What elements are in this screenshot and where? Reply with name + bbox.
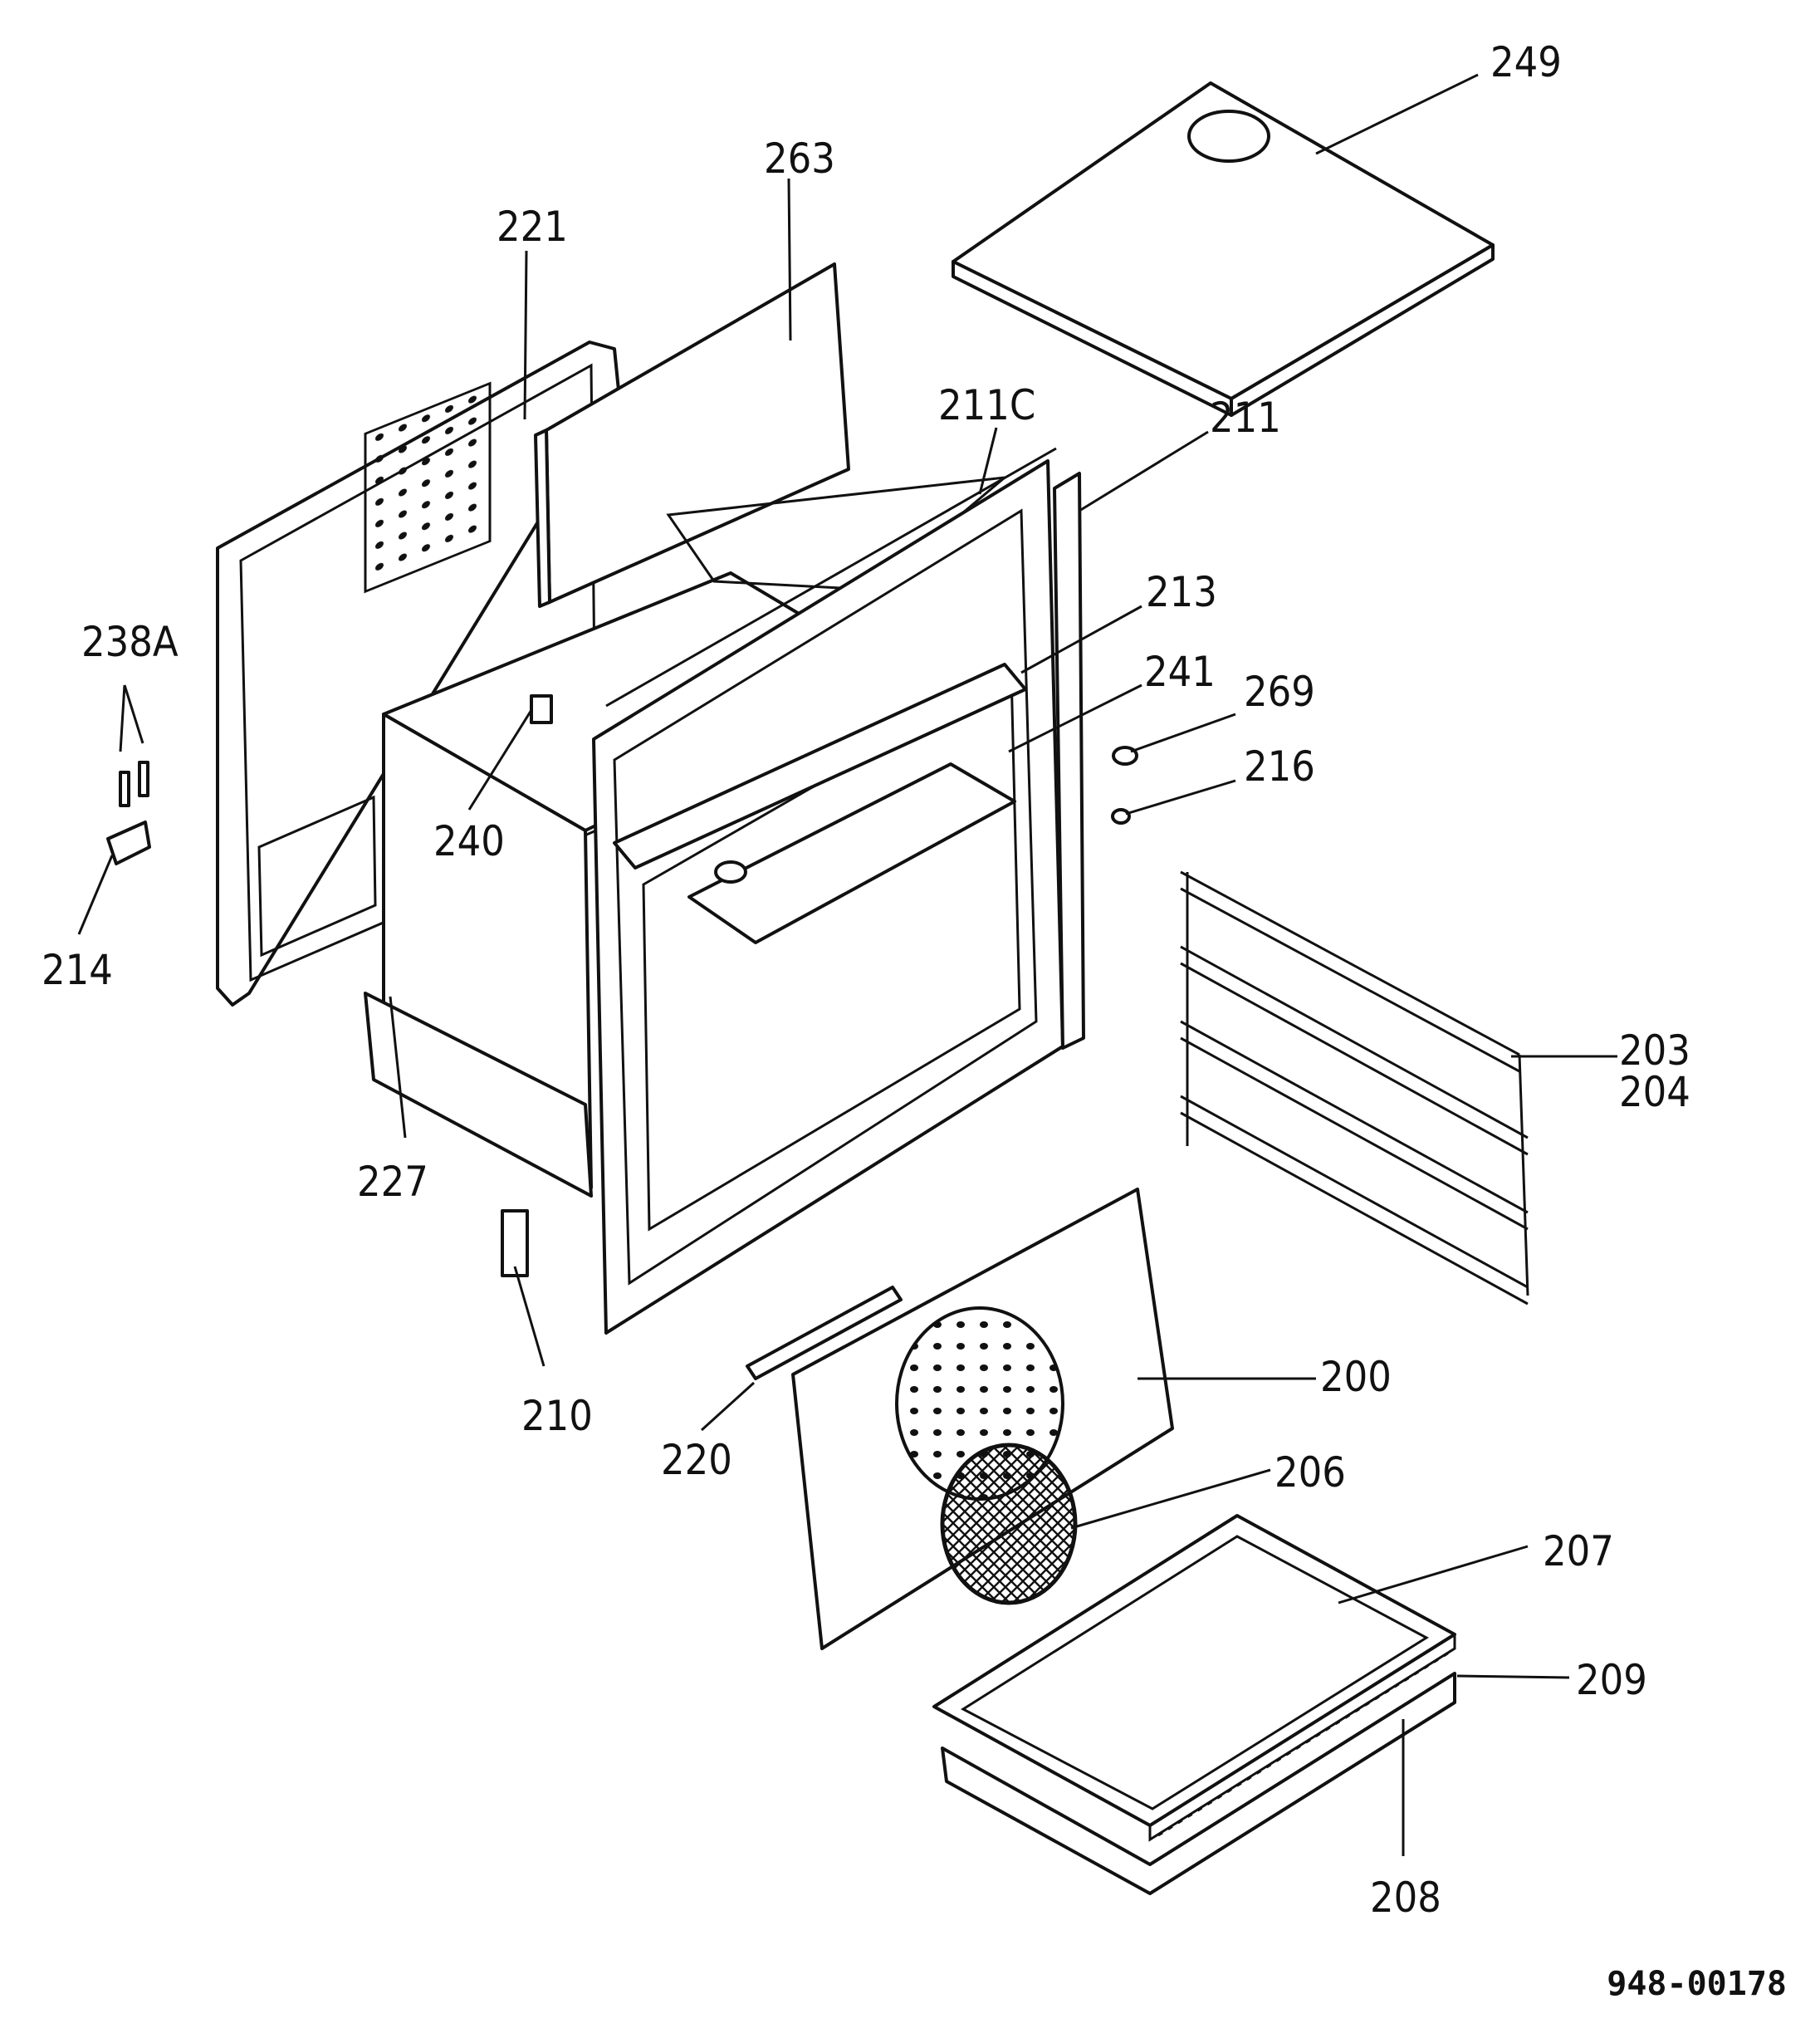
- label-263: 263: [764, 135, 835, 183]
- part-238a-screws: [119, 761, 149, 807]
- part-216-screw: [1111, 808, 1131, 825]
- diagram-reference-code: 948-00178: [1607, 1965, 1787, 2003]
- label-200: 200: [1320, 1353, 1392, 1401]
- label-238a: 238A: [81, 618, 179, 666]
- label-204: 204: [1619, 1068, 1690, 1116]
- part-240-pin: [530, 694, 553, 724]
- label-214: 214: [42, 946, 113, 994]
- label-227: 227: [357, 1158, 428, 1206]
- part-221-rear-casing: [216, 340, 620, 1007]
- label-207: 207: [1543, 1527, 1614, 1575]
- part-208-drip-pan: [941, 1672, 1456, 1895]
- part-203-204-shelf-supports: [1180, 870, 1529, 1306]
- leader-lines: [77, 73, 1617, 1856]
- label-211: 211: [1210, 394, 1281, 442]
- part-263-rear-insulation: [534, 262, 850, 608]
- label-209: 209: [1576, 1656, 1647, 1704]
- label-241: 241: [1144, 648, 1216, 696]
- part-241-light-plate: [687, 762, 1016, 944]
- label-220: 220: [661, 1436, 732, 1484]
- label-208: 208: [1370, 1874, 1441, 1922]
- label-206: 206: [1274, 1448, 1346, 1497]
- label-216: 216: [1244, 742, 1315, 791]
- part-209-grid-shelf: [1148, 1634, 1456, 1842]
- part-214-bracket: [106, 821, 151, 865]
- part-220-element-bracket: [746, 1286, 903, 1380]
- part-210-clip: [501, 1209, 529, 1277]
- label-269: 269: [1244, 668, 1315, 716]
- label-221: 221: [497, 203, 568, 251]
- label-210: 210: [521, 1392, 593, 1440]
- label-211c: 211C: [938, 381, 1035, 429]
- label-240: 240: [433, 817, 505, 865]
- label-203: 203: [1619, 1026, 1690, 1075]
- part-labels: 249 263 221 211C 211 213 241 269 216 238…: [42, 38, 1690, 1922]
- part-213-top-liner: [613, 663, 1027, 870]
- part-206-fan-grille: [940, 1443, 1078, 1605]
- label-249: 249: [1490, 38, 1562, 86]
- label-213: 213: [1146, 568, 1217, 616]
- part-249-top-insulation: [952, 81, 1495, 417]
